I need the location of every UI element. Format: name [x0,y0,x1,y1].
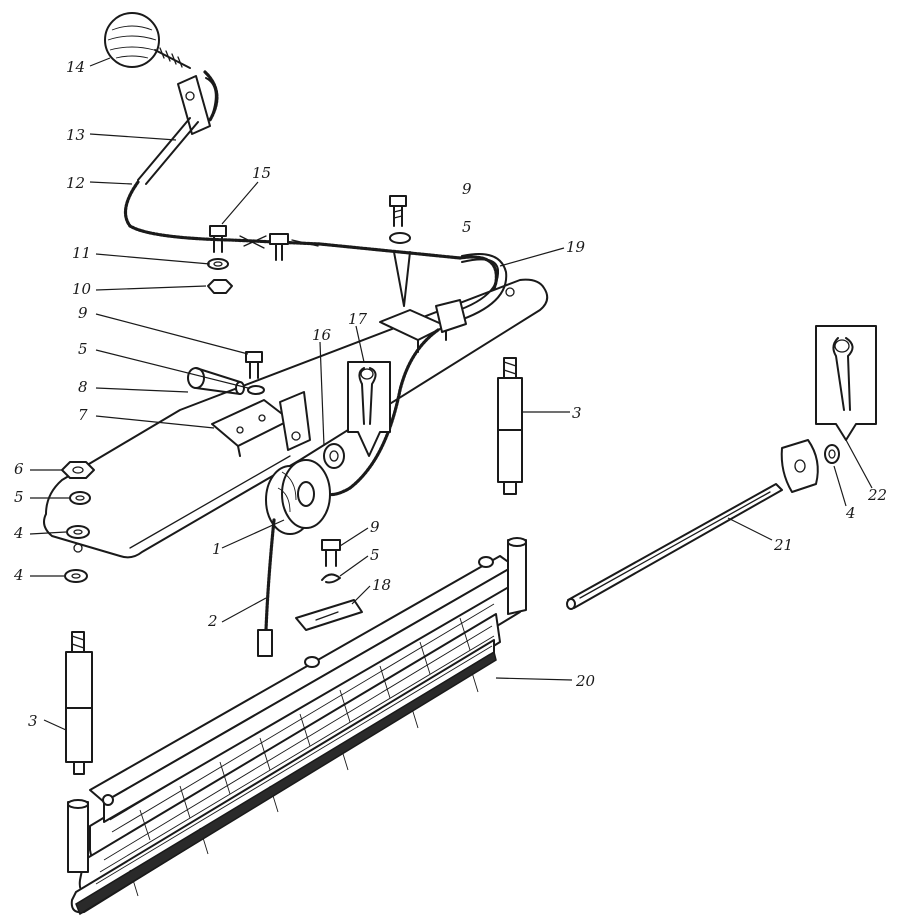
cable-end-part-2 [257,518,276,657]
washer-part-5-left [69,491,91,505]
callout-11: 11 [72,244,91,262]
nut-part-6 [61,461,95,479]
callout-4-right: 4 [845,504,856,522]
callout-12: 12 [66,174,85,192]
callout-4-left-upper: 4 [13,524,24,542]
callout-21: 21 [773,536,793,554]
knob-part-14 [104,12,191,69]
cable-clamp-bolt-part-15 [209,225,319,261]
callout-7: 7 [78,406,88,424]
pulley-part-1 [265,459,331,535]
callout-15: 15 [252,164,271,182]
washer-part-5-lower [321,573,341,584]
control-cable-part-12 [123,180,498,314]
callout-19: 19 [566,238,586,256]
callout-3-right: 3 [572,404,582,422]
washer-part-5-middle [247,385,265,395]
cotter-pin-inset-part-22 [815,325,877,441]
callout-5-left: 5 [14,488,24,506]
callout-16: 16 [312,326,332,344]
callout-labels: 14 13 12 15 9 5 19 11 10 9 17 16 5 8 7 3… [13,58,887,730]
callout-5-middle: 5 [78,340,88,358]
callout-9-middle: 9 [78,304,88,322]
roller-blind-part-20 [67,537,527,916]
lever-rod-part-13 [137,70,219,185]
roller-part-16 [323,443,345,469]
leader-lines [29,57,873,731]
nut-part-10 [207,279,233,294]
disc-washer-part [780,439,819,493]
shaft-part-21 [566,483,783,610]
callout-5-lower: 5 [370,546,380,564]
callout-13: 13 [66,126,85,144]
washer-part-4-right [824,444,840,464]
callout-14: 14 [66,58,85,76]
callout-9-upper: 9 [462,180,472,198]
bolt-part-9-middle [245,351,263,379]
callout-1: 1 [212,540,222,558]
cable-guide-part-19 [379,253,508,353]
callout-9-lower: 9 [370,518,380,536]
washer-part-5-upper [389,232,411,307]
callout-17: 17 [348,310,368,328]
hinge-pin-part-3-right [497,357,523,495]
cable-to-pulley [318,328,440,497]
callout-5-upper: 5 [462,218,472,236]
bracket-part-7 [211,391,311,457]
bolt-part-9-lower [321,539,341,567]
shim-plate-part-18 [295,599,363,631]
cotter-pin-inset-part-17 [347,361,391,457]
callout-22: 22 [867,486,887,504]
callout-4-left-lower: 4 [13,566,24,584]
washer-part-4-left-upper [66,525,90,539]
callout-8: 8 [78,378,88,396]
washer-part-4-left-lower [64,569,88,583]
callout-18: 18 [372,576,391,594]
callout-2: 2 [207,612,218,630]
callout-10: 10 [72,280,92,298]
callout-6: 6 [14,460,24,478]
hinge-pin-part-3-left [65,631,93,775]
pin-part-8 [187,367,245,395]
callout-3-left: 3 [28,712,38,730]
nut-part-11 [207,258,229,270]
bolt-part-9-upper [389,195,407,227]
callout-20: 20 [575,672,596,690]
